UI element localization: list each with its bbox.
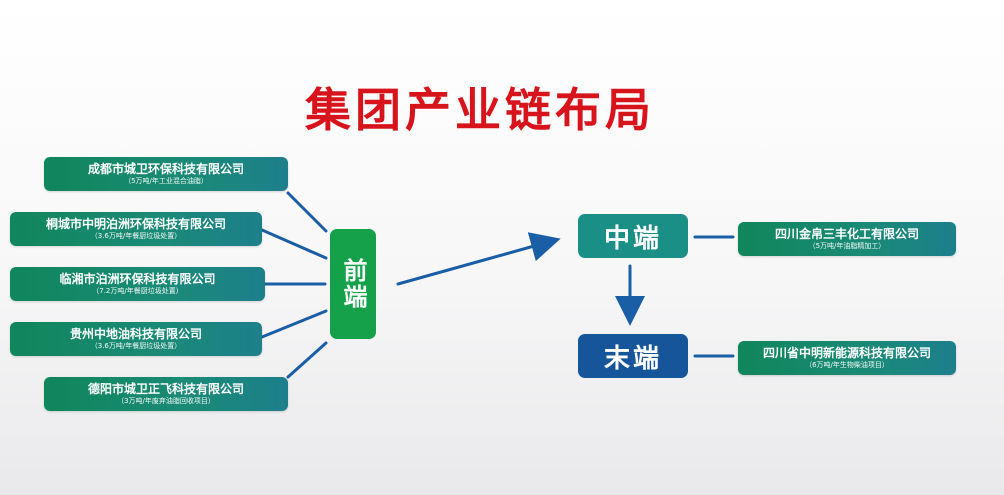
arrow-front-to-middle [396,232,561,286]
company-box-linxiang: 临湘市泊洲环保科技有限公司 （7.2万吨/年餐厨垃圾处置） [10,267,265,301]
connector-line-5 [286,341,328,379]
company-capacity: （5万吨/年工业混合油脂） [124,177,208,185]
company-capacity: （7.2万吨/年餐厨垃圾处置） [92,287,183,295]
company-capacity: （3万吨/年废弃油脂回收项目） [117,397,215,405]
stage-front: 前端 [330,229,376,339]
company-capacity: （3.6万吨/年餐厨垃圾处置） [90,342,182,350]
company-box-deyang: 德阳市城卫正飞科技有限公司 （3万吨/年废弃油脂回收项目） [44,377,288,411]
company-capacity: （5万吨/年油脂精加工） [808,242,886,250]
company-box-chengdu: 成都市城卫环保科技有限公司 （5万吨/年工业混合油脂） [44,157,288,191]
company-name: 贵州中地油科技有限公司 [69,327,202,341]
company-name: 德阳市城卫正飞科技有限公司 [87,382,244,396]
company-box-guizhou: 贵州中地油科技有限公司 （3.6万吨/年餐厨垃圾处置） [10,322,262,356]
diagram-title: 集团产业链布局 [305,83,655,137]
company-name: 成都市城卫环保科技有限公司 [87,162,244,176]
connector-line-1 [286,191,328,233]
company-box-zhongming: 四川省中明新能源科技有限公司 （6万吨/年生物柴油项目） [738,341,956,375]
company-name: 四川金帛三丰化工有限公司 [774,227,919,241]
stage-end: 末端 [578,334,688,378]
company-box-tongcheng: 桐城市中明泊洲环保科技有限公司 （3.6万吨/年餐厨垃圾处置） [10,212,262,246]
stage-middle: 中端 [578,214,688,258]
company-name: 临湘市泊洲环保科技有限公司 [59,272,216,286]
company-box-jinbo: 四川金帛三丰化工有限公司 （5万吨/年油脂精加工） [738,222,956,256]
connector-line-2 [260,228,328,260]
connector-line-4 [260,309,328,339]
company-capacity: （6万吨/年生物柴油项目） [805,361,889,369]
company-name: 桐城市中明泊洲环保科技有限公司 [45,217,226,231]
company-capacity: （3.6万吨/年餐厨垃圾处置） [90,232,182,240]
company-name: 四川省中明新能源科技有限公司 [762,346,931,360]
